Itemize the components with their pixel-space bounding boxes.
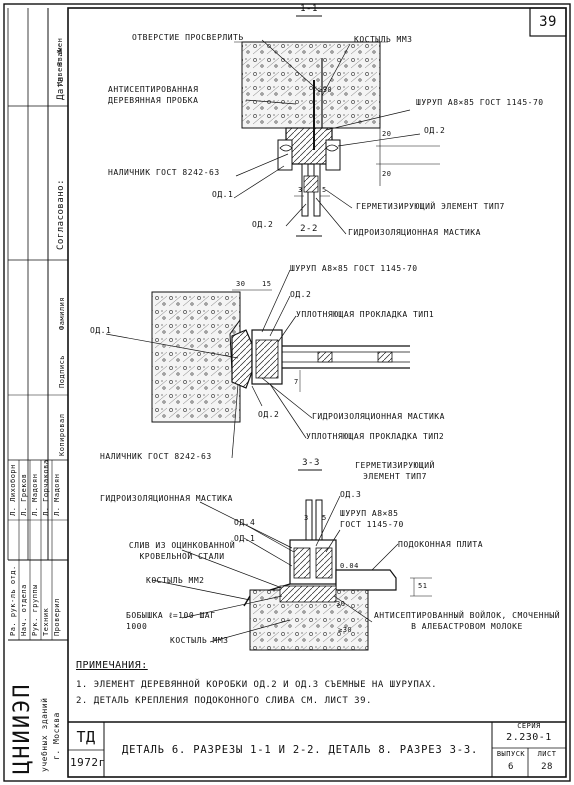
stamp-name-5: Л. Мадоян xyxy=(53,473,61,516)
label-seal-el7-b: Герметизирующий элемент тип7 xyxy=(355,461,435,481)
label-od2-a: ОД.2 xyxy=(424,126,446,135)
label-sill-board: Подоконная плита xyxy=(398,540,484,549)
stamp-name-2: Л. Греков xyxy=(20,473,28,516)
stamp-col-name: Фамилия xyxy=(58,296,66,330)
label-od4: ОД.4 xyxy=(234,518,256,527)
dim-8: 3 xyxy=(304,514,309,522)
label-od2-d: ОД.2 xyxy=(258,410,280,419)
dim-12: 30 xyxy=(336,600,346,608)
section-marker-3-3: 3-3 xyxy=(302,458,320,468)
section-1-1 xyxy=(233,15,440,235)
series-value: 2.230-1 xyxy=(506,732,552,743)
label-nalichnik-b: Наличник ГОСТ 8242-63 xyxy=(100,452,212,461)
issue-label: Выпуск xyxy=(496,750,526,758)
dim-1: 20 xyxy=(382,130,392,138)
label-gasket-2: Уплотняющая прокладка тип2 xyxy=(306,432,445,441)
section-marker-2-2: 2-2 xyxy=(300,224,318,234)
label-seal-el7-a: Герметизирующий элемент тип7 xyxy=(356,202,505,211)
label-gasket-1: Уплотняющая прокладка тип1 xyxy=(296,310,435,319)
note-1: 1. Элемент деревянной коробки ОД.2 и ОД.… xyxy=(76,680,438,690)
dim-11: 51 xyxy=(418,582,428,590)
label-nalichnik-a: Наличник ГОСТ 8242-63 xyxy=(108,168,220,177)
label-screw-a: Шуруп А8×85 ГОСТ 1145-70 xyxy=(416,98,544,107)
label-screw-c: Шуруп А8×85 ГОСТ 1145-70 xyxy=(340,509,404,529)
label-mastic-c: Гидроизоляционная мастика xyxy=(100,494,233,503)
section-3-3 xyxy=(151,469,432,651)
stamp-role-2: Нач. отдела xyxy=(20,584,28,636)
label-bobyshka: Бобышка ℓ=100 шаг 1000 xyxy=(126,611,216,631)
label-felt: Антисептированный войлок, смоченный в ал… xyxy=(373,611,561,631)
dim-9: 5 xyxy=(322,514,327,522)
label-mastic-a: Гидроизоляционная мастика xyxy=(348,228,481,237)
sheet-number: 39 xyxy=(539,14,557,30)
label-od2-c: ОД.2 xyxy=(290,290,312,299)
label-spike-mm2: Костыль мм2 xyxy=(146,576,205,585)
stamp-role-5: Проверил xyxy=(53,598,61,636)
stamp-name-4: Л. Горчакова xyxy=(42,459,50,516)
dim-3: 3 xyxy=(298,186,303,194)
stamp-role-3: Рук. группы xyxy=(31,584,39,636)
label-od2-b: ОД.2 xyxy=(252,220,274,229)
label-od1-c: ОД.1 xyxy=(234,534,256,543)
org-logo: ЦНИИЭП xyxy=(10,682,35,774)
td-mark: ТД xyxy=(76,728,96,746)
section-marker-1-1: 1-1 xyxy=(300,4,318,14)
org-sub1: учебных зданий xyxy=(40,697,49,772)
stamp-name-3: Л. Мадоян xyxy=(31,473,39,516)
dim-14: ≥30 xyxy=(338,626,353,634)
list-value: 28 xyxy=(541,762,553,772)
stamp-vzamen-label: Взамен xyxy=(56,37,64,66)
note-2: 2. Деталь крепления подоконного слива см… xyxy=(76,696,372,706)
dim-7: 7 xyxy=(294,378,299,386)
label-screw-b: Шуруп А8×85 ГОСТ 1145-70 xyxy=(290,264,418,273)
stamp-role-4: Техник xyxy=(42,607,50,636)
stamp-col-copy: Копировал xyxy=(58,413,66,456)
year: 1972г xyxy=(70,756,106,769)
dim-5: 30 xyxy=(236,280,246,288)
stamp-name-1: Л. Лихоборн xyxy=(9,464,17,516)
org-sub2: г. Москва xyxy=(52,712,61,760)
dim-2: 20 xyxy=(382,170,392,178)
label-spike-mm3-a: Костыль мм3 xyxy=(354,35,413,44)
drawing-title: Деталь 6. Разрезы 1-1 и 2-2. Деталь 8. Р… xyxy=(122,744,479,756)
dim-13: ≥30 xyxy=(318,86,333,94)
dim-4: 5 xyxy=(322,186,327,194)
notes-heading: Примечания: xyxy=(76,660,148,671)
stamp-col-sign: Подпись xyxy=(58,354,66,388)
stamp-agreed-label: Согласовано: xyxy=(56,178,66,250)
stamp-role-1: Ра. рук-ль отд. xyxy=(9,565,17,636)
issue-value: 6 xyxy=(508,762,514,772)
list-label: Лист xyxy=(537,750,557,758)
dim-10: 0.04 xyxy=(340,562,359,570)
label-od1-a: ОД.1 xyxy=(212,190,234,199)
label-flashing: Слив из оцинкованной кровельной стали xyxy=(128,541,236,561)
label-mastic-b: Гидроизоляционная мастика xyxy=(312,412,445,421)
label-spike-mm3-b: Костыль мм3 xyxy=(170,636,229,645)
series-label: Серия xyxy=(517,722,541,730)
label-wood-plug: Антисептированная деревянная пробка xyxy=(108,85,199,105)
dim-6: 15 xyxy=(262,280,272,288)
label-od1-b: ОД.1 xyxy=(90,326,112,335)
section-2-2 xyxy=(105,235,410,459)
label-od3: ОД.3 xyxy=(340,490,362,499)
label-drill-hole: Отверстие просверлить xyxy=(132,33,244,42)
